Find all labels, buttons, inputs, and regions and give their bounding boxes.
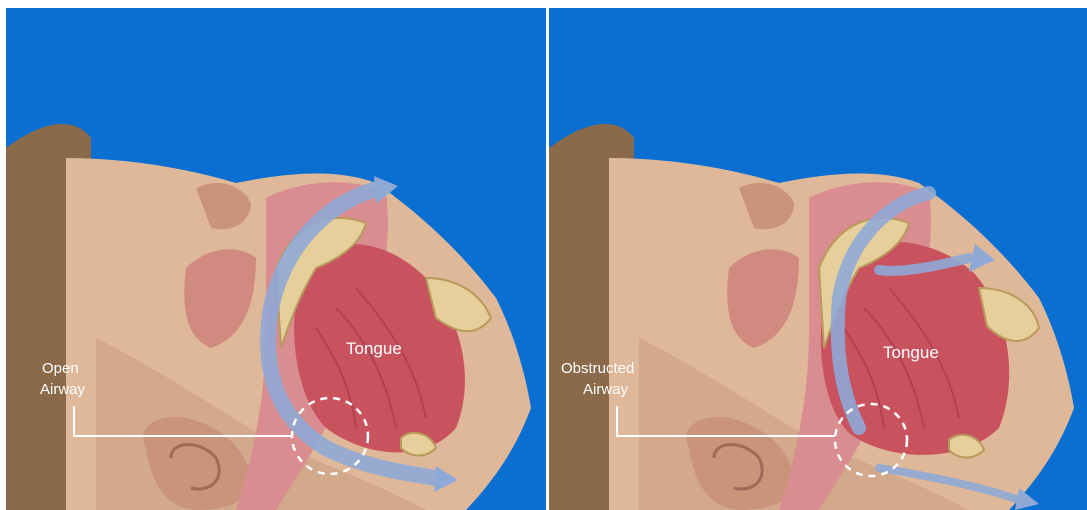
airway-label-line1: Obstructed [561, 360, 634, 377]
airway-label-line2: Airway [583, 381, 629, 398]
airway-label-line2: Airway [40, 381, 86, 398]
tongue-label: Tongue [883, 343, 939, 362]
obstructed-airway-illustration: Obstructed Airway Tongue [549, 8, 1087, 510]
obstructed-airway-panel: Obstructed Airway Tongue [549, 8, 1087, 510]
tongue-label: Tongue [346, 339, 402, 358]
open-airway-illustration: Open Airway Tongue [6, 8, 546, 510]
airway-label-line1: Open [42, 360, 79, 377]
open-airway-panel: Open Airway Tongue [6, 8, 546, 510]
